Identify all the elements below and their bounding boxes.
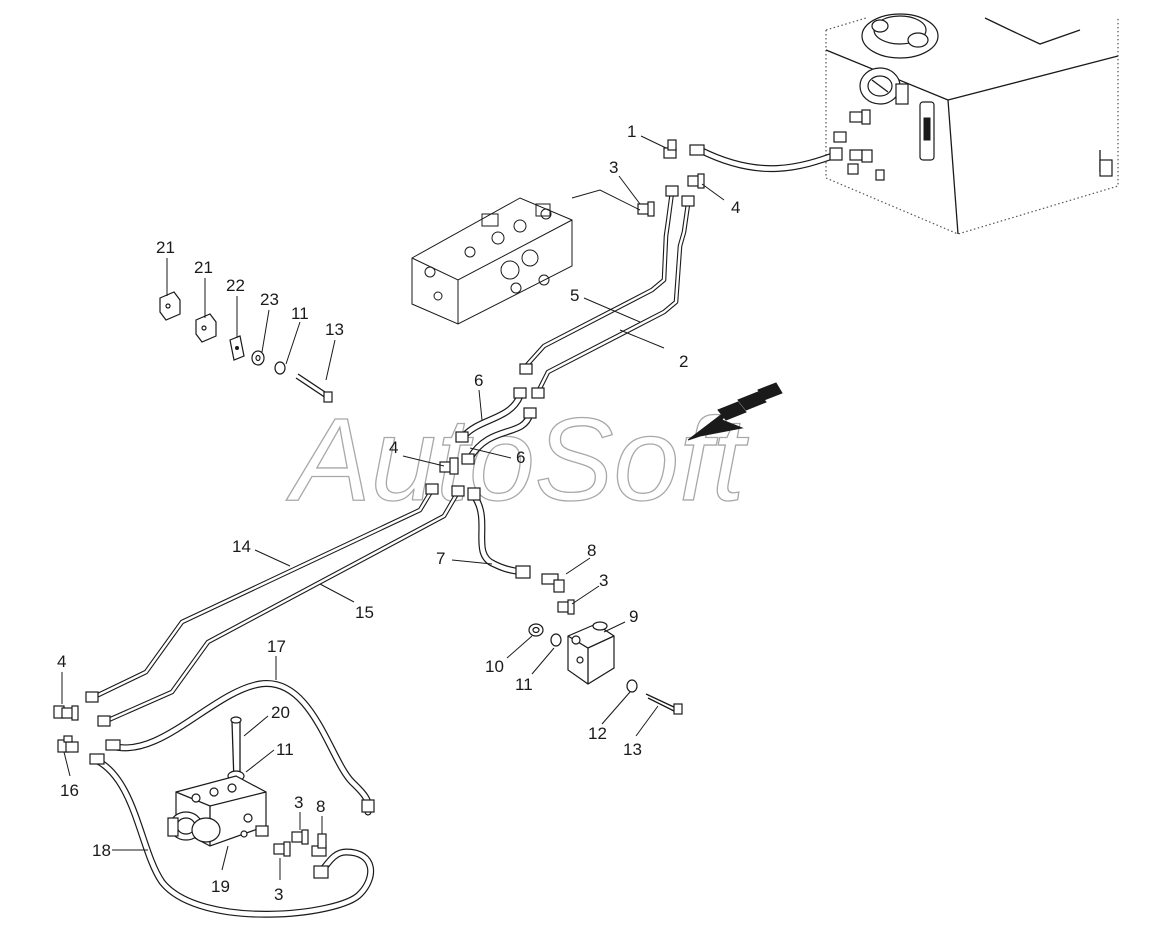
adapter-fitting-4-top — [687, 173, 705, 189]
plate-22 — [229, 335, 245, 361]
nut-10 — [528, 623, 544, 637]
callout-12: 12 — [588, 724, 607, 743]
callout-6: 6 — [516, 448, 525, 467]
tee-fitting-4-lower — [53, 705, 79, 721]
elbow-fitting-8-lower — [311, 833, 327, 857]
callout-2: 2 — [679, 352, 688, 371]
watermark: AutoSoft — [285, 382, 783, 527]
plug-fitting-3-lower-b — [273, 841, 291, 857]
tube-15 — [103, 490, 460, 725]
callout-20: 20 — [271, 703, 290, 722]
callout-19: 19 — [211, 877, 230, 896]
callout-16: 16 — [60, 781, 79, 800]
callout-13: 13 — [325, 320, 344, 339]
hose-17 — [105, 680, 375, 816]
tube-2 — [535, 203, 691, 394]
solenoid-coil — [167, 811, 221, 843]
solenoid-valve-block-19 — [167, 775, 269, 847]
washer-23 — [251, 350, 265, 366]
tank-fittings — [833, 109, 885, 181]
callout-labels: 1 3 4 5 2 21 21 22 23 11 13 6 6 4 14 15 … — [57, 122, 740, 904]
callout-4: 4 — [731, 198, 740, 217]
callout-4: 4 — [57, 652, 66, 671]
tank-level-sight — [919, 101, 935, 161]
hose-18 — [89, 753, 375, 918]
callout-15: 15 — [355, 603, 374, 622]
elbow-fitting-1 — [663, 139, 677, 159]
clamp-block-21b — [195, 313, 217, 343]
tank-filler-cap — [861, 13, 1081, 59]
adapter-fitting-4-middle — [439, 457, 459, 475]
elbow-fitting-8-middle — [541, 573, 565, 593]
callout-18: 18 — [92, 841, 111, 860]
hose-7 — [467, 487, 531, 579]
tube-5 — [524, 191, 675, 368]
washer-12 — [626, 679, 638, 693]
callout-6: 6 — [474, 371, 483, 390]
callout-23: 23 — [260, 290, 279, 309]
hose-6-upper — [460, 392, 524, 440]
washer-11-middle — [550, 633, 562, 647]
hydraulic-tank — [825, 13, 1119, 235]
callout-11: 11 — [291, 304, 309, 323]
callout-3: 3 — [599, 571, 608, 590]
plug-fitting-3-top — [637, 201, 655, 217]
callout-3: 3 — [294, 793, 303, 812]
watermark-text: AutoSoft — [286, 394, 749, 526]
plug-fitting-3-middle — [557, 599, 575, 615]
watermark-arrow — [687, 382, 783, 441]
tee-fitting-16 — [57, 735, 79, 753]
hose-6-lower — [466, 410, 534, 462]
callout-22: 22 — [226, 276, 245, 295]
callout-8: 8 — [587, 541, 596, 560]
suction-hose — [689, 144, 843, 173]
tank-gauge — [859, 67, 909, 105]
bolt-13-top — [295, 373, 333, 403]
tube-14 — [91, 488, 434, 701]
callout-1: 1 — [627, 122, 636, 141]
callout-7: 7 — [436, 549, 445, 568]
bolt-13-lower — [645, 693, 683, 715]
callout-3: 3 — [609, 158, 618, 177]
callout-8: 8 — [316, 797, 325, 816]
callout-11: 11 — [276, 740, 294, 759]
callout-21: 21 — [156, 238, 175, 257]
callout-11: 11 — [515, 675, 533, 694]
callout-9: 9 — [629, 607, 638, 626]
callout-4: 4 — [389, 438, 398, 457]
callout-13: 13 — [623, 740, 642, 759]
leader-lines — [61, 135, 725, 880]
plug-fitting-3-lower-a — [291, 829, 309, 845]
clamp-block-21a — [159, 291, 181, 321]
callout-5: 5 — [570, 286, 579, 305]
callout-21: 21 — [194, 258, 213, 277]
washer-11-top — [274, 361, 286, 375]
callout-14: 14 — [232, 537, 251, 556]
valve-block-9 — [567, 621, 615, 685]
callout-3: 3 — [274, 885, 283, 904]
control-valve-block — [411, 189, 641, 325]
callout-17: 17 — [267, 637, 286, 656]
callout-10: 10 — [485, 657, 504, 676]
